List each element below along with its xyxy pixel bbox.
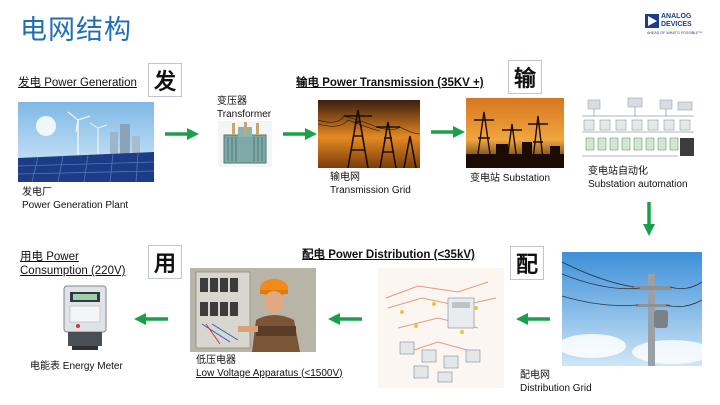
caption-automation-en: Substation automation — [588, 178, 688, 190]
caption-transformer: 变压器 Transformer — [217, 96, 271, 121]
caption-automation-zh: 变电站自动化 — [588, 166, 648, 177]
section-distribution-label: 配电 Power Distribution (<35kV) — [302, 249, 475, 261]
logo-triangle-icon — [645, 14, 659, 28]
badge-transmission: 输 — [508, 60, 542, 94]
caption-plant-zh: 发电厂 — [22, 187, 52, 198]
caption-grid: 输电网 Transmission Grid — [330, 172, 411, 197]
caption-distgrid-en: Distribution Grid — [520, 382, 592, 394]
section-transmission-label: 输电 Power Transmission (35KV +) — [296, 77, 484, 89]
caption-transformer-en: Transformer — [217, 108, 272, 120]
low-voltage-apparatus-image — [190, 268, 316, 352]
caption-transformer-zh: 变压器 — [217, 96, 247, 107]
arrow-right-icon — [165, 128, 199, 140]
caption-automation: 变电站自动化 Substation automation — [588, 166, 688, 191]
badge-distribution: 配 — [510, 246, 544, 280]
caption-distgrid: 配电网 Distribution Grid — [520, 370, 592, 395]
logo-line1: ANALOG — [661, 13, 692, 20]
consumption-label-line1: 用电 Power — [20, 251, 79, 263]
energy-meter-image — [58, 282, 112, 352]
arrow-down-icon — [643, 202, 655, 236]
arrow-right-icon — [431, 126, 465, 138]
consumption-label-line2: Consumption (220V) — [20, 265, 126, 277]
caption-lowvolt-en: Low Voltage Apparatus (<1500V) — [196, 367, 343, 379]
arrow-left-icon — [516, 313, 550, 325]
caption-lowvolt-zh: 低压电器 — [196, 355, 236, 366]
arrow-left-icon — [134, 313, 168, 325]
power-plant-image — [18, 102, 154, 182]
caption-grid-zh: 输电网 — [330, 172, 360, 183]
transmission-grid-image — [318, 100, 420, 168]
badge-generation: 发 — [148, 63, 182, 97]
logo-tagline: AHEAD OF WHAT'S POSSIBLE™ — [647, 31, 703, 35]
logo-line2: DEVICES — [661, 20, 692, 28]
caption-plant-en: Power Generation Plant — [22, 199, 129, 211]
page-title: 电网结构 — [20, 15, 132, 46]
arrow-right-icon — [283, 128, 317, 140]
section-consumption-label: 用电 Power Consumption (220V) — [20, 250, 125, 278]
caption-distgrid-zh: 配电网 — [520, 370, 550, 381]
distribution-pole-image — [562, 252, 702, 366]
caption-meter: 电能表 Energy Meter — [30, 361, 123, 372]
section-generation-label: 发电 Power Generation — [18, 77, 137, 89]
caption-grid-en: Transmission Grid — [330, 184, 411, 196]
caption-plant: 发电厂 Power Generation Plant — [22, 187, 128, 212]
transformer-image — [218, 121, 272, 167]
substation-image — [466, 98, 564, 168]
arrow-left-icon — [328, 313, 362, 325]
substation-automation-diagram — [578, 96, 698, 164]
caption-lowvolt: 低压电器 Low Voltage Apparatus (<1500V) — [196, 355, 343, 380]
badge-consumption: 用 — [148, 245, 182, 279]
caption-substation: 变电站 Substation — [470, 173, 551, 184]
distribution-network-image — [378, 268, 504, 388]
analog-devices-logo: ANALOG DEVICES AHEAD OF WHAT'S POSSIBLE™ — [645, 12, 711, 40]
logo-wordmark: ANALOG DEVICES — [661, 13, 692, 28]
